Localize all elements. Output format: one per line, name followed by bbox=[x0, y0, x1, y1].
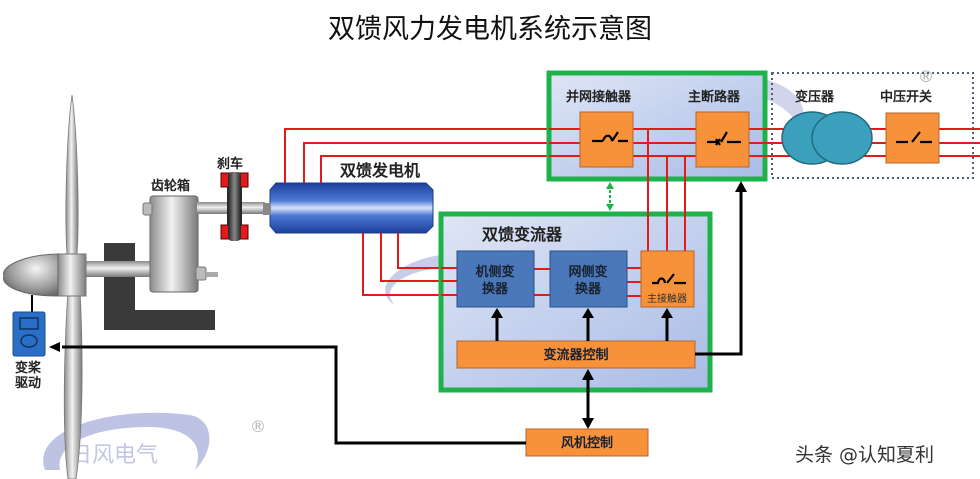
rotor-power-lines bbox=[362, 233, 458, 296]
generator-shaft-end bbox=[263, 203, 271, 215]
grid-contactor bbox=[579, 111, 634, 168]
breaker-control-line bbox=[695, 190, 743, 356]
grid-side-converter-label-line1: 网侧变 bbox=[568, 264, 607, 280]
grid-side-converter bbox=[549, 250, 628, 308]
rotor-hub-collar bbox=[57, 253, 87, 297]
turbine-control-label: 风机控制 bbox=[561, 435, 613, 451]
interlock-arrow-down bbox=[606, 204, 614, 211]
mv-switch bbox=[885, 112, 940, 164]
main-contactor-label: 主接触器 bbox=[647, 292, 687, 305]
grid-contactor-label: 并网接触器 bbox=[566, 89, 632, 105]
mv-switch-label: 中压开关 bbox=[880, 89, 932, 105]
rotor-side-converter bbox=[456, 250, 535, 308]
converter-grid-lines bbox=[647, 129, 686, 252]
credit-text: 头条 @认知夏利 bbox=[795, 444, 934, 466]
watermark-logo-bottom: 日风电气 ® bbox=[43, 412, 266, 470]
brake-disc bbox=[220, 172, 249, 241]
control-link-arrow-down bbox=[582, 418, 594, 429]
gearbox-stub-top bbox=[142, 202, 153, 216]
substation-enclosure bbox=[771, 72, 974, 179]
watermark-text-bottom: 日风电气 bbox=[70, 443, 158, 468]
converter-title: 双馈变流器 bbox=[482, 225, 563, 244]
control-link-arrow-up bbox=[582, 369, 594, 380]
converter-control-label: 变流器控制 bbox=[543, 347, 608, 363]
main-breaker-label: 主断路器 bbox=[688, 89, 741, 105]
rotor-blades bbox=[63, 94, 83, 479]
pitch-control-line bbox=[62, 345, 526, 445]
rotor-lines-overlay bbox=[441, 267, 641, 297]
rotor-side-converter-label-line1: 机侧变 bbox=[475, 264, 514, 280]
diagram-title: 双馈风力发电机系统示意图 bbox=[328, 14, 652, 45]
control-signal-arrows bbox=[491, 308, 673, 341]
pitch-drive-label-line2: 驱动 bbox=[15, 376, 41, 391]
transformer-icon bbox=[781, 111, 873, 165]
rotor-nose-cone bbox=[3, 253, 59, 297]
gearbox-pin bbox=[206, 272, 218, 277]
rotor-side-converter-label-line2: 换器 bbox=[482, 281, 509, 297]
breaker-control-arrow bbox=[735, 181, 747, 192]
dfig-generator bbox=[269, 182, 434, 234]
transformer-label: 变压器 bbox=[795, 89, 835, 105]
main-contactor bbox=[640, 250, 695, 308]
grid-side-converter-label-line2: 换器 bbox=[575, 281, 602, 297]
converter-control-box bbox=[456, 340, 696, 369]
pitch-drive-label-line1: 变桨 bbox=[15, 360, 42, 376]
gearbox-stub-bottom bbox=[195, 266, 207, 281]
watermark-registered-top: ® bbox=[918, 67, 934, 86]
brake-label: 刹车 bbox=[217, 156, 243, 172]
main-breaker bbox=[695, 111, 750, 168]
pitch-control-arrow bbox=[49, 342, 60, 352]
gearbox-label: 齿轮箱 bbox=[151, 178, 190, 194]
pitch-drive-icon bbox=[12, 311, 46, 357]
watermark-registered-bottom: ® bbox=[250, 417, 266, 436]
gearbox bbox=[149, 195, 199, 293]
generator-label: 双馈发电机 bbox=[340, 161, 420, 180]
low-speed-shaft bbox=[82, 261, 152, 277]
interlock-arrow-up bbox=[606, 182, 614, 189]
